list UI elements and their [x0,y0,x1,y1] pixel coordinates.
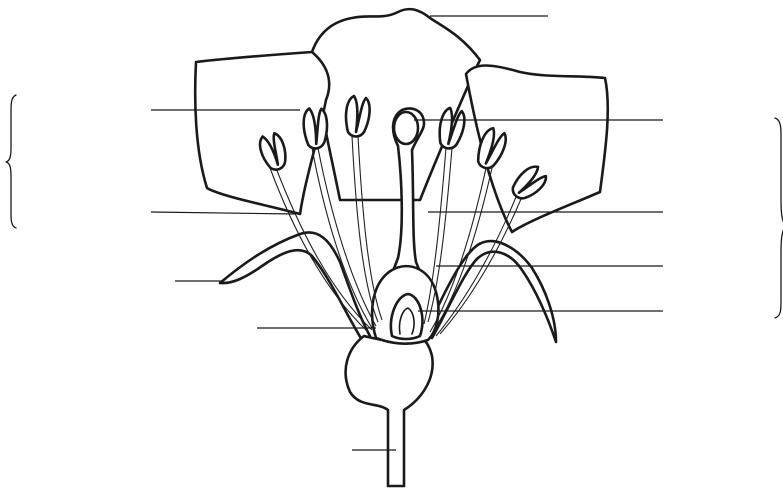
sepals [220,232,556,486]
petal-top [312,9,480,200]
right-bracket [775,118,783,318]
left-bracket [6,95,16,228]
stigma-shape [394,112,418,144]
receptacle [346,336,433,486]
sepal-left-shape [220,232,370,340]
leader-filament [151,212,296,214]
